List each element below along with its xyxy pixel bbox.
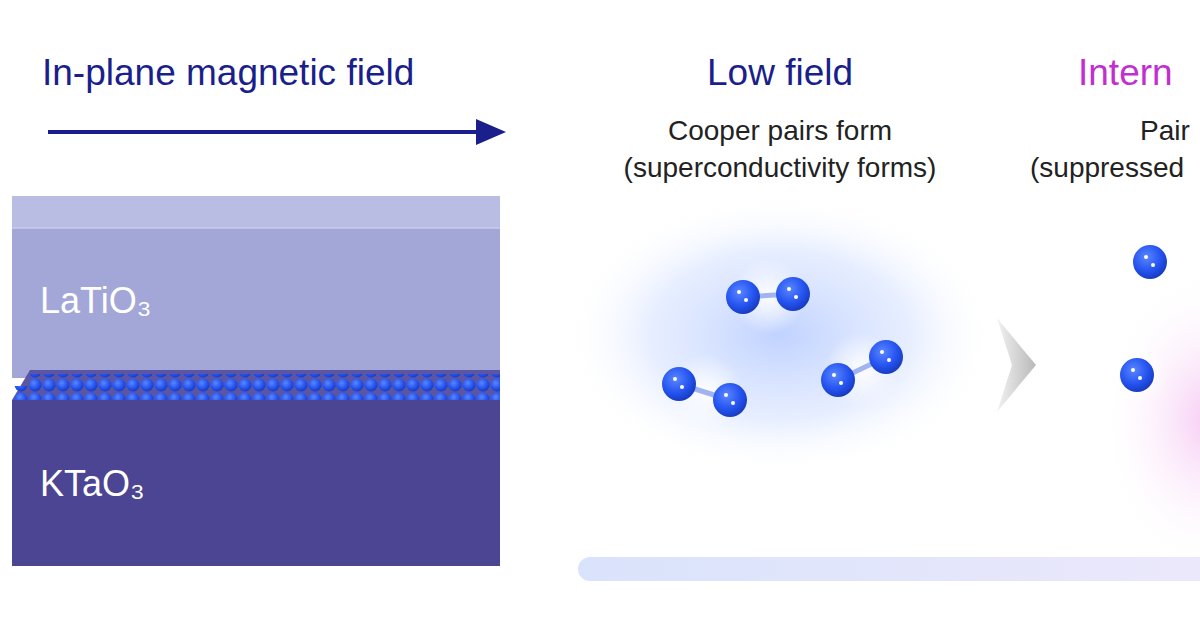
pair-cloud — [565, 195, 995, 475]
latio3-slab — [12, 196, 500, 378]
unpaired-electrons — [1105, 230, 1182, 407]
electron-layer — [14, 374, 500, 400]
field-arrow — [48, 119, 506, 145]
description: Cooper pairs form — [668, 115, 892, 147]
layer-box: LaTiO₃ — [12, 228, 500, 374]
layer-label: KTaO₃ — [40, 463, 145, 505]
heading: In-plane magnetic field — [42, 52, 414, 94]
ktao3-slab — [12, 370, 500, 566]
heading: Intern — [1078, 52, 1173, 94]
chevron — [997, 318, 1036, 412]
intermediate-cloud — [1100, 270, 1200, 570]
description: (suppressed — [1030, 152, 1184, 184]
heading: Low field — [707, 52, 853, 94]
layer-box: KTaO₃ — [12, 402, 500, 566]
field-scale-bar — [578, 557, 1200, 581]
cooper-pairs — [662, 258, 903, 430]
layer-label: LaTiO₃ — [40, 280, 151, 322]
description: Pair — [1140, 115, 1190, 147]
description: (superconductivity forms) — [624, 152, 937, 184]
